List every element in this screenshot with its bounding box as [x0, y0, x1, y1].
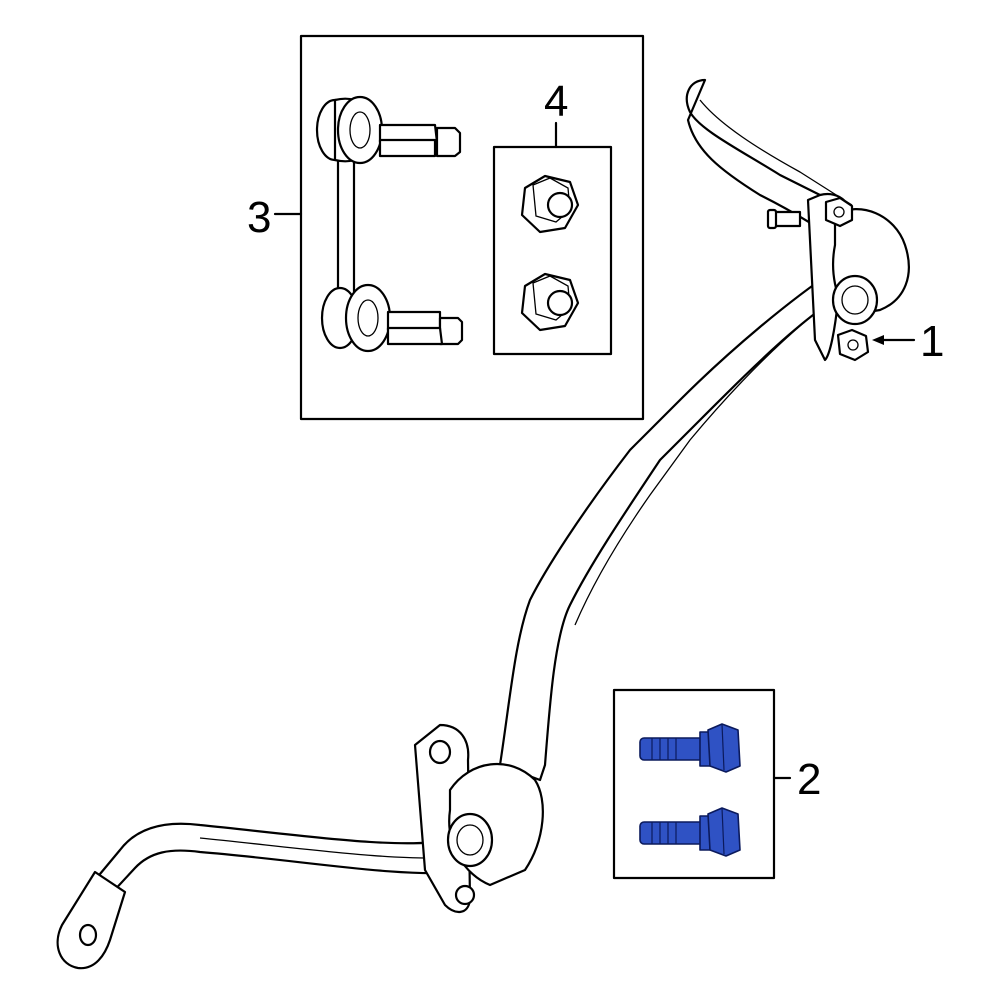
arrowhead — [872, 335, 884, 345]
callout-1: 1 — [920, 317, 944, 366]
link-nut-lower[interactable] — [520, 272, 580, 332]
lower-bushing-bracket[interactable] — [413, 723, 544, 913]
callout-leaders — [273, 121, 916, 780]
link-kit-box — [299, 34, 645, 421]
stabilizer-link[interactable] — [315, 95, 464, 353]
callout-2: 2 — [797, 755, 821, 804]
callout-4: 4 — [544, 77, 568, 126]
upper-bushing-bracket[interactable] — [766, 192, 910, 362]
bolt-kit-box — [612, 688, 776, 880]
nut-kit-box — [492, 145, 613, 356]
link-nut-upper[interactable] — [520, 174, 580, 234]
bracket-bolt-upper[interactable] — [639, 723, 741, 773]
callout-3: 3 — [247, 193, 271, 242]
bracket-bolt-lower[interactable] — [639, 807, 741, 857]
